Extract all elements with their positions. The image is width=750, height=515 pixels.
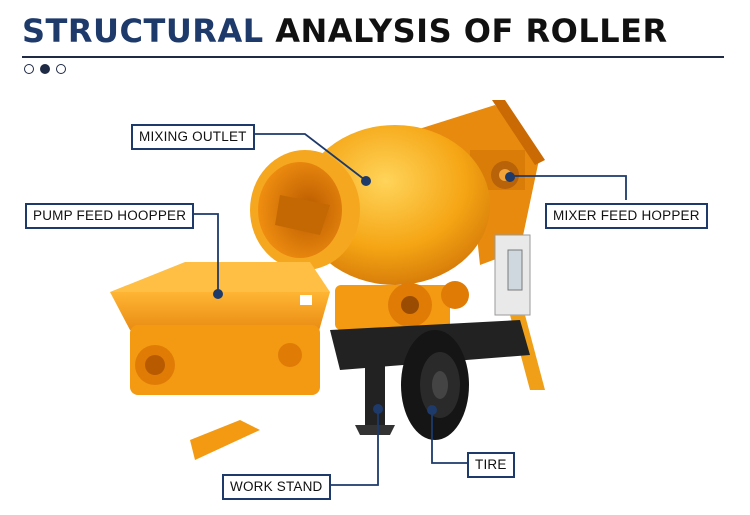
- pump-feed-hopper: [110, 262, 330, 395]
- pager-dots: [24, 64, 66, 74]
- pager-dot-2[interactable]: [40, 64, 50, 74]
- pager-dot-1[interactable]: [24, 64, 34, 74]
- title-divider: [22, 56, 724, 58]
- page-title: STRUCTURAL ANALYSIS OF ROLLER: [22, 12, 668, 50]
- gearbox: [335, 281, 469, 330]
- label-mixing-outlet: MIXING OUTLET: [131, 124, 255, 150]
- pager-dot-3[interactable]: [56, 64, 66, 74]
- label-tire: TIRE: [467, 452, 515, 478]
- label-mixer-feed-hopper: MIXER FEED HOPPER: [545, 203, 708, 229]
- label-pump-feed-hopper: PUMP FEED HOOPPER: [25, 203, 195, 229]
- mixing-drum: [250, 125, 490, 285]
- title-rest: ANALYSIS OF ROLLER: [275, 12, 668, 50]
- title-accent-word: STRUCTURAL: [22, 12, 264, 50]
- callout-lines: [190, 133, 627, 486]
- tire: [401, 330, 469, 440]
- callout-dots: [213, 172, 515, 415]
- label-work-stand: WORK STAND: [222, 474, 331, 500]
